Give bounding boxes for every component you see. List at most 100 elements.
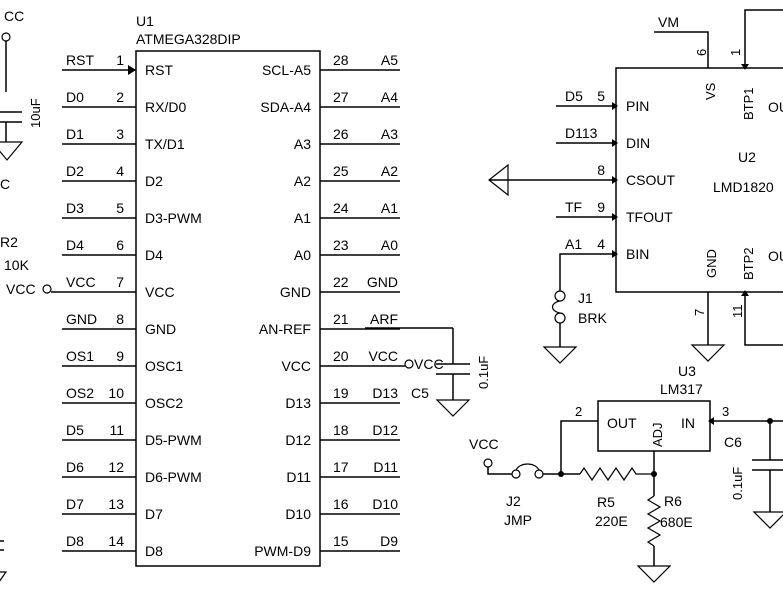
u3-out-num: 2 (575, 404, 582, 419)
u1-right-pin-name: VCC (281, 358, 311, 374)
u1-right-net-label: D12 (372, 422, 398, 438)
r6-value: 680E (660, 514, 693, 530)
u1-part: ATMEGA328DIP (136, 31, 241, 47)
u2-out2-name: OU (768, 248, 783, 264)
u1-right-pin-num: 27 (333, 89, 349, 105)
j1-ref: J1 (578, 290, 593, 306)
u2-btp1-name: BTP1 (741, 87, 756, 120)
r2-value: 10K (4, 257, 30, 273)
u1-left-net-label: D7 (66, 496, 84, 512)
u3-in-num: 3 (722, 404, 729, 419)
u1-left-pin-num: 6 (116, 237, 124, 253)
u1-right-pin-num: 25 (333, 163, 349, 179)
u1-right-pin-num: 28 (333, 52, 349, 68)
u1-left-pin-name: D8 (145, 543, 163, 559)
u2-left-pin-num: 9 (597, 199, 605, 215)
u2-left-net-label: D5 (565, 88, 583, 104)
u1-right-pin-name: AN-REF (259, 321, 311, 337)
u1-right-net-label: D10 (372, 496, 398, 512)
u1-right-net-label: VCC (368, 348, 398, 364)
u1-right-pin-name: A2 (294, 173, 311, 189)
u2-left-pin-num: 8 (597, 162, 605, 178)
u1-left-pin-name: TX/D1 (145, 136, 185, 152)
c5-value: 0.1uF (476, 356, 491, 389)
u1-left-pin-num: 10 (108, 385, 124, 401)
r5-resistor: R5 220E (579, 466, 657, 529)
u2-left-pin-name: PIN (626, 98, 649, 114)
u2-pin-arrow (612, 139, 618, 147)
u2-vm-net: VM (658, 14, 679, 30)
c5-vcc-port: VCC (414, 356, 444, 372)
u1-right-pin-name: D10 (285, 506, 311, 522)
u1-right-net-label: D11 (373, 459, 398, 475)
u2-left-net-label: A1 (565, 236, 582, 252)
u1-right-net-label: A3 (381, 126, 398, 142)
u2-ic: VM 6 VS 1 BTP1 OU BTP2 OU 11 GND 7 U2 LM… (488, 9, 783, 362)
u1-left-pin-name: D4 (145, 247, 163, 263)
u1-left-pin-num: 4 (116, 163, 124, 179)
u1-right-pin-name: PWM-D9 (254, 543, 311, 559)
u2-vs-name: VS (703, 82, 718, 100)
u2-pin-arrow (612, 102, 618, 110)
u1-left-pin-name: D6-PWM (145, 469, 202, 485)
u3-in-name: IN (681, 415, 695, 431)
u2-left-pin-name: CSOUT (626, 172, 675, 188)
r2-ref: R2 (0, 234, 18, 250)
u1-right-pin-num: 19 (333, 385, 349, 401)
c6-value: 0.1uF (730, 467, 745, 500)
u1-right-net-label: GND (367, 274, 398, 290)
u1-right-pin-num: 23 (333, 237, 349, 253)
c5-ref: C5 (411, 385, 429, 401)
r6-resistor: R6 680E (636, 474, 693, 583)
u2-left-net-label: TF (565, 199, 582, 215)
u1-left-net-label: D0 (66, 89, 84, 105)
u1-left-net-label: VCC (66, 274, 96, 290)
c5-capacitor: VCC C5 0.1uF (365, 327, 491, 417)
left-top-text: CC (4, 8, 24, 24)
u2-btp1-num: 1 (728, 49, 743, 56)
left-cap-value: 10uF (28, 98, 43, 128)
u1-left-pin-name: OSC1 (145, 358, 183, 374)
j2-value: JMP (504, 512, 532, 528)
u1-right-pin-name: D11 (286, 469, 311, 485)
u1-left-pin-name: RST (145, 62, 173, 78)
u1-right-net-label: A0 (381, 237, 398, 253)
u1-right-pin-num: 16 (333, 496, 349, 512)
u2-pin-arrow (612, 213, 618, 221)
u1-right-pin-num: 24 (333, 200, 349, 216)
u2-left-pin-num: 5 (597, 88, 605, 104)
u2-out1-name: OU (768, 99, 783, 115)
u1-right-pin-num: 26 (333, 126, 349, 142)
u1-right-net-label: A5 (381, 52, 398, 68)
u1-left-net-label: D5 (66, 422, 84, 438)
u1-left-pin-num: 5 (116, 200, 124, 216)
u1-left-net-label: RST (66, 52, 94, 68)
u1-left-pin-num: 9 (116, 348, 124, 364)
u1-right-pin-num: 18 (333, 422, 349, 438)
u1-left-net-label: OS2 (66, 385, 94, 401)
u1-reset-arrow (128, 65, 136, 75)
j1-value: BRK (578, 310, 607, 326)
r5-value: 220E (595, 513, 628, 529)
u2-btp2-num: 11 (730, 305, 745, 319)
u1-left-pin-num: 14 (108, 533, 124, 549)
u1-left-net-label: GND (66, 311, 97, 327)
u2-left-pin-name: DIN (626, 135, 650, 151)
u1-right-pin-num: 15 (333, 533, 349, 549)
u2-left-pin-name: BIN (626, 246, 649, 262)
u1-left-pin-num: 8 (116, 311, 124, 327)
c6-capacitor: C6 0.1uF (724, 421, 783, 529)
u1-left-pin-name: D5-PWM (145, 432, 202, 448)
u2-gnd-num: 7 (692, 309, 707, 316)
u1-left-pin-name: RX/D0 (145, 99, 186, 115)
left-mid-text: C (0, 176, 10, 192)
u1-left-pin-num: 3 (116, 126, 124, 142)
u1-left-pin-num: 2 (116, 89, 124, 105)
u1-left-net-label: D2 (66, 163, 84, 179)
u1-right-pin-name: A3 (294, 136, 311, 152)
u1-left-net-label: D4 (66, 237, 84, 253)
u1-right-pin-num: 17 (333, 459, 349, 475)
